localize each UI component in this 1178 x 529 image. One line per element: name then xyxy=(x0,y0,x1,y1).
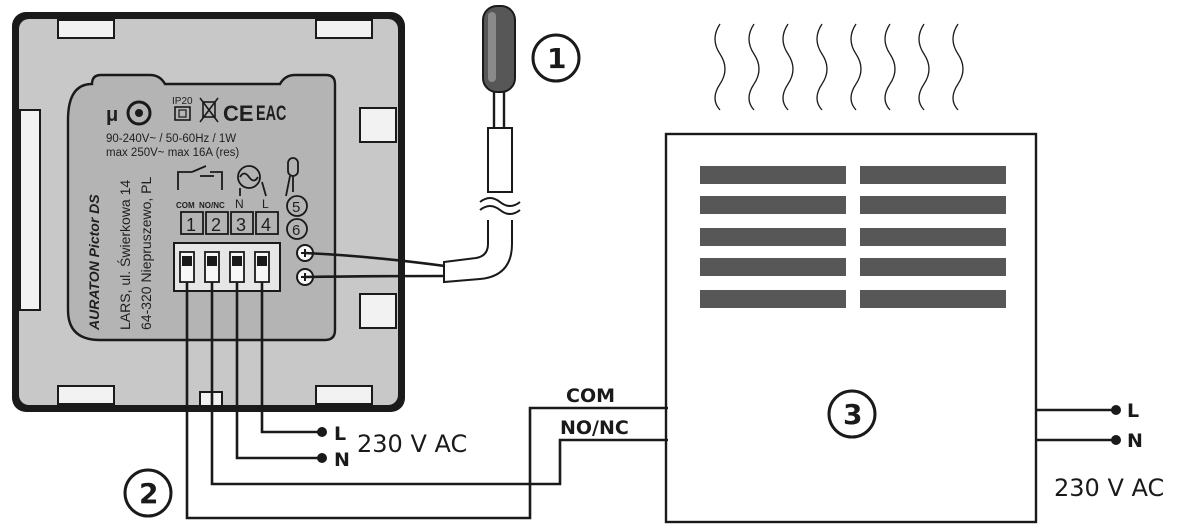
sensor-wire xyxy=(304,251,446,268)
com-label: COM xyxy=(566,385,615,407)
callout-2-label: 2 xyxy=(139,477,158,510)
address-line-2: 64-320 Niepruszewo, PL xyxy=(138,176,154,330)
rating-line-1: 90-240V~ / 50-60Hz / 1W xyxy=(106,133,236,145)
terminal-number-1: 1 xyxy=(186,215,196,235)
floor-sensor xyxy=(304,5,521,284)
cert-marks: μ IP20 CE EAC xyxy=(106,96,286,126)
callout-1: 1 xyxy=(531,33,581,83)
heat-waves-icon xyxy=(714,23,964,111)
side-notch xyxy=(359,107,397,143)
mounting-clip xyxy=(315,385,373,405)
wiring: L N 230 V AC COM NO/NC xyxy=(185,282,668,520)
mounting-clip xyxy=(57,385,115,405)
sensor-wire xyxy=(304,274,446,279)
side-notch xyxy=(359,293,397,329)
heater: L N 230 V AC xyxy=(664,23,1164,524)
terminal-screw-slots xyxy=(182,256,267,266)
sensor-terminal-5-badge xyxy=(286,195,308,217)
heater-supply-n: N xyxy=(1127,430,1143,452)
double-insulation-icon-inner xyxy=(178,109,187,118)
sensor-terminal-5: 5 xyxy=(292,199,300,216)
callout-2: 2 xyxy=(123,468,173,518)
terminal-number-4: 4 xyxy=(261,215,271,235)
nonc-label: NO/NC xyxy=(560,417,629,439)
supply-symbol xyxy=(237,165,267,197)
sensor-symbol xyxy=(285,157,299,197)
callout-3-label: 3 xyxy=(843,398,862,431)
terminal-number-2: 2 xyxy=(211,215,221,235)
mounting-clip xyxy=(57,19,115,39)
sensor-screw-terminals xyxy=(296,244,314,286)
sensor-mark-dot xyxy=(135,109,143,117)
terminal-label-l: L xyxy=(262,197,269,211)
nonc-wire xyxy=(210,282,668,486)
double-insulation-icon xyxy=(174,106,191,121)
heater-body xyxy=(664,132,1038,524)
sensor-probe xyxy=(482,5,516,93)
relay-symbol xyxy=(177,165,223,190)
mains-l-terminal xyxy=(317,427,327,437)
ip-rating: IP20 xyxy=(172,96,193,107)
terminal-number-boxes xyxy=(180,211,279,235)
callout-1-label: 1 xyxy=(547,42,566,75)
heater-supply-terminal-l xyxy=(1111,405,1121,415)
terminal-number-3: 3 xyxy=(236,215,246,235)
mains-n-terminal xyxy=(317,453,327,463)
mounting-clip xyxy=(315,19,373,39)
mains-n-wire xyxy=(235,282,318,460)
side-slot xyxy=(19,109,41,311)
heater-supply-l: L xyxy=(1127,400,1139,422)
terminal-label-n: N xyxy=(235,197,244,211)
rating-line-2: max 250V~ max 16A (res) xyxy=(106,147,239,159)
address-line-1: LARS, ul. Świerkowa 14 xyxy=(116,180,133,330)
com-wire xyxy=(185,282,668,520)
sensor-terminal-6-badge xyxy=(286,218,308,240)
terminal-label-com: COM xyxy=(176,201,195,210)
sensor-mark-icon xyxy=(126,100,152,126)
sensor-cable-lower xyxy=(443,220,513,284)
mu-mark: μ xyxy=(106,104,118,126)
mains-voltage-label: 230 V AC xyxy=(357,430,467,458)
eac-mark: EAC xyxy=(256,100,286,125)
mains-n-label: N xyxy=(334,449,350,471)
sensor-terminal-6: 6 xyxy=(292,222,300,239)
sensor-cable-upper xyxy=(487,127,513,193)
heater-supply-voltage: 230 V AC xyxy=(1054,474,1164,502)
mains-l-label: L xyxy=(334,423,346,445)
brand-model: AURATON Pictor DS xyxy=(86,194,102,331)
terminal-label-nonc: NO/NC xyxy=(199,201,225,210)
mains-l-wire xyxy=(260,282,318,434)
weee-bin-icon xyxy=(199,97,219,123)
sensor-probe-highlight xyxy=(488,12,496,82)
callout-3: 3 xyxy=(827,389,877,439)
thermostat-back: μ IP20 CE EAC 90-240V~ / 50-60Hz / 1W ma… xyxy=(12,12,405,412)
cable-break-mark xyxy=(479,197,521,215)
heater-vents xyxy=(700,166,1006,308)
ce-mark: CE xyxy=(223,101,254,126)
heater-supply-terminal-n xyxy=(1111,435,1121,445)
